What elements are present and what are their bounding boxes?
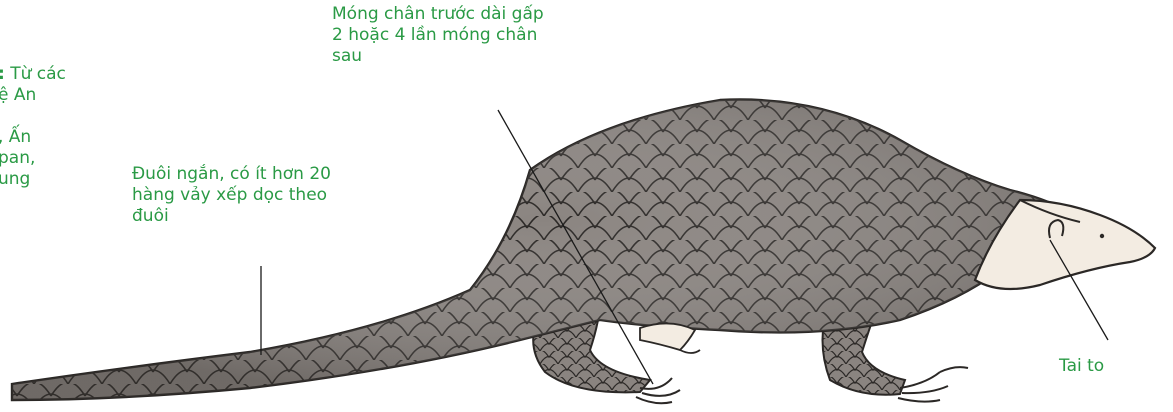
- label-front-claws: Móng chân trước dài gấp 2 hoặc 4 lần món…: [332, 4, 602, 67]
- label-short-tail: Đuôi ngắn, có ít hơn 20 hàng vảy xếp dọc…: [132, 164, 382, 227]
- label-big-ears: Tai to: [1059, 356, 1104, 377]
- mid-paw: [640, 323, 700, 353]
- left-partial-rest: ệ An , Ấn pan, ung: [0, 85, 36, 189]
- front-claws: [898, 367, 968, 402]
- left-partial-line1: Từ các: [5, 64, 66, 84]
- label-left-partial: : Từ các ệ An , Ấn pan, ung: [0, 64, 118, 190]
- eye: [1100, 234, 1104, 238]
